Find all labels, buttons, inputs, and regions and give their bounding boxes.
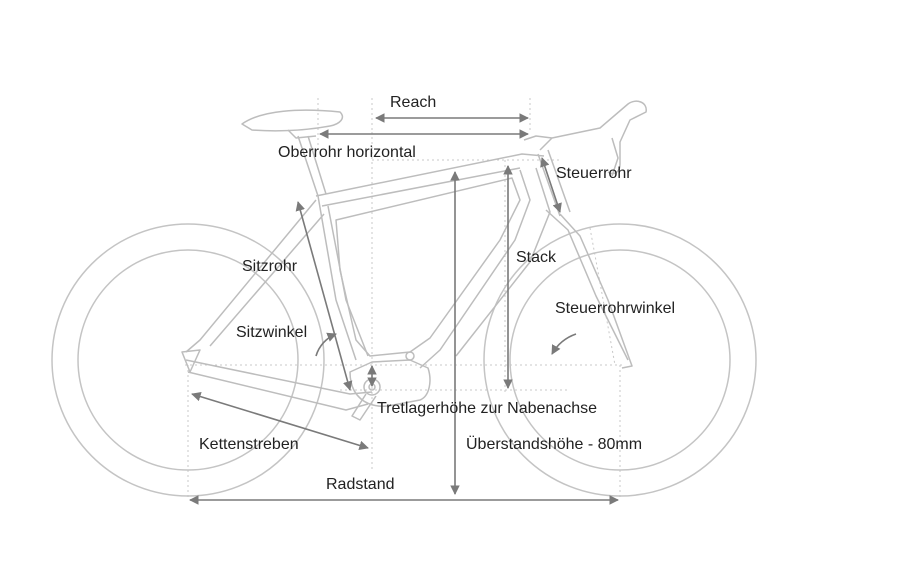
label-reach: Reach [390, 94, 437, 111]
seat-tube [317, 195, 369, 361]
seat-post [297, 135, 327, 197]
label-seat-angle: Sitzwinkel [236, 324, 308, 341]
frame-cutout [335, 177, 521, 357]
saddle [241, 109, 344, 132]
label-seat-tube: Sitzrohr [242, 258, 298, 275]
label-bb-height: Tretlagerhöhe zur Nabenachse [377, 400, 597, 417]
handlebar [523, 100, 647, 175]
handlebar-drop [611, 137, 619, 177]
top-tube [315, 153, 545, 207]
frame-bolt [405, 351, 415, 361]
chainstay-arrow [191, 391, 369, 451]
label-head-tube-angle: Steuerrohrwinkel [555, 300, 676, 317]
down-tube [419, 167, 551, 369]
label-head-tube: Steuerrohr [556, 165, 632, 182]
guide-steering-axis [589, 227, 616, 366]
seat-tube-arrow [295, 201, 353, 391]
label-wheelbase: Radstand [326, 476, 395, 493]
fork [545, 209, 633, 369]
seat-angle-arc [315, 332, 337, 357]
label-top-tube-horizontal: Oberrohr horizontal [278, 144, 416, 161]
label-chainstays: Kettenstreben [199, 436, 299, 453]
head-angle-arc [551, 333, 577, 355]
label-stack: Stack [516, 249, 557, 266]
dimension-arrows [189, 113, 619, 505]
label-standover: Überstandshöhe - 80mm [466, 436, 643, 453]
saddle-clamp [287, 129, 317, 139]
head-tube-arrow [540, 157, 562, 213]
rear-dropout [181, 349, 201, 373]
